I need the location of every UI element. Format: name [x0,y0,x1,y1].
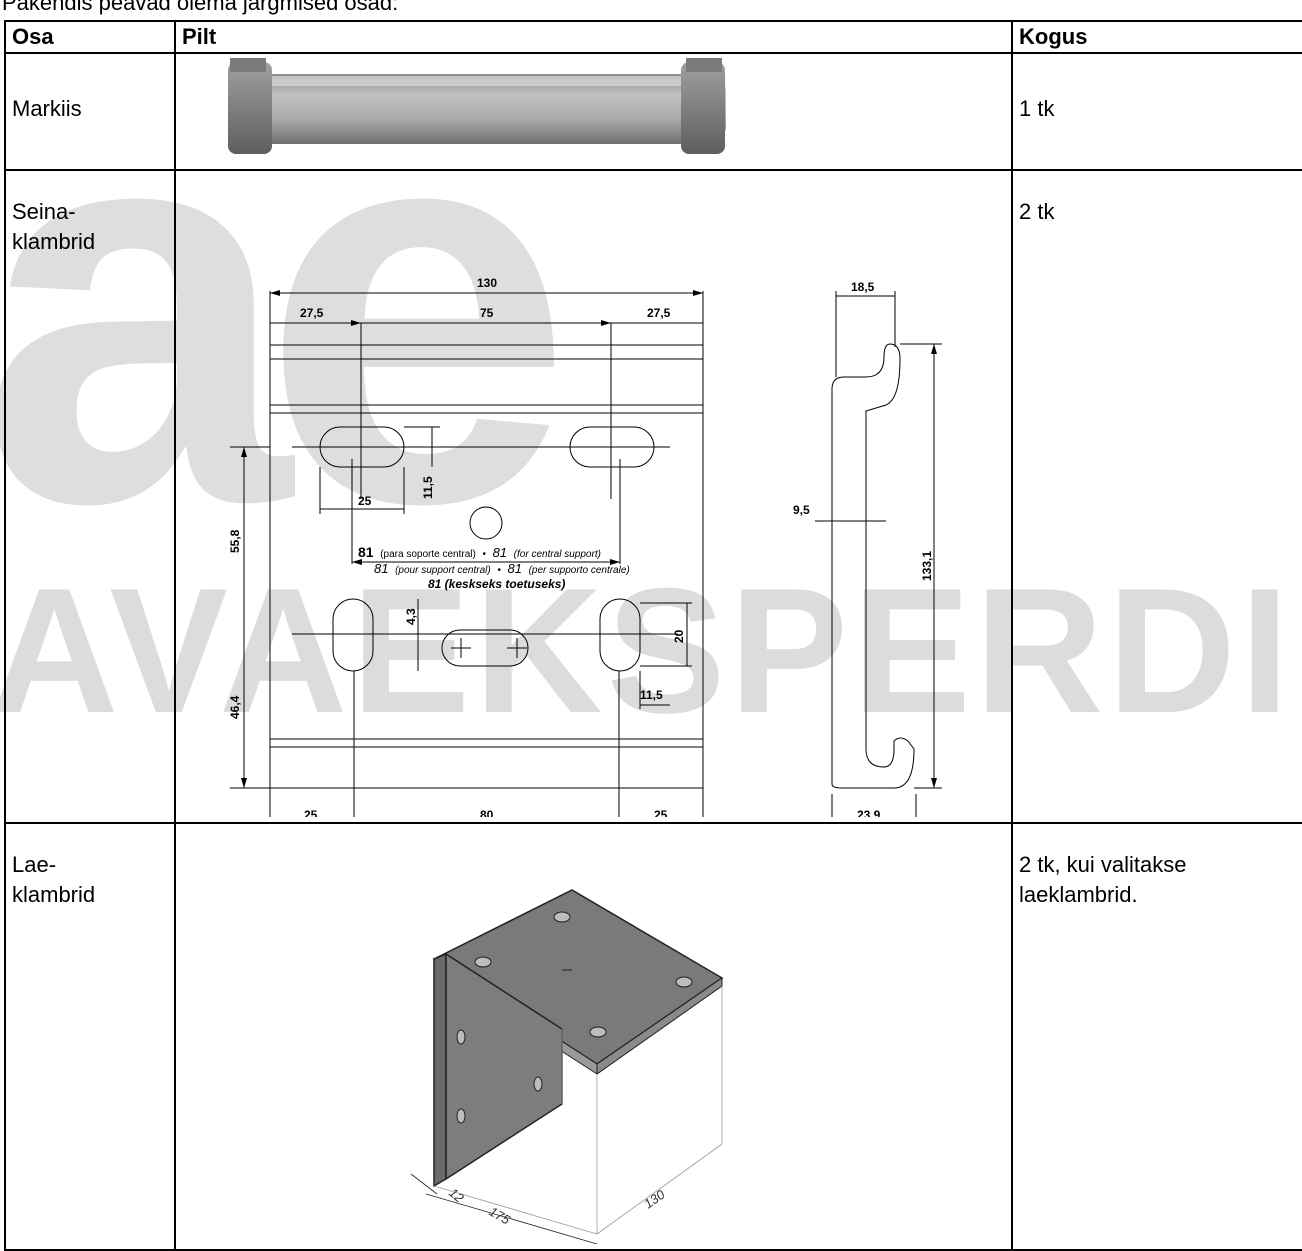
part-name-ceiling-brackets: Lae- klambrid [12,852,96,907]
dim-label: 20 [672,629,686,643]
dim-label: 27,5 [300,306,324,320]
dim-label: 75 [480,306,494,320]
parts-table: Osa Pilt Kogus Markiis [4,20,1302,1251]
central-support-note-line1: 81 (para soporte central) • 81 (for cent… [358,544,601,560]
dim-label: 12 [446,1185,467,1206]
dim-label: 25 [358,494,372,508]
dim-label: 25 [304,808,318,817]
ceiling-bracket-drawing: 12 175 130 [410,889,724,1245]
dim-label: 4,3 [404,608,418,625]
dim-label: 11,5 [640,688,663,702]
quantity-ceiling-brackets: 2 tk, kui valitakse laeklambrid. [1019,852,1187,907]
part-name-awning: Markiis [12,96,82,121]
dim-label: 80 [480,808,494,817]
awning-image [228,58,726,154]
dim-label: 130 [477,276,497,290]
dim-label: 46,4 [228,695,242,719]
table-header-row: Osa Pilt Kogus [4,20,1302,54]
dim-label: 11,5 [421,476,435,499]
table-row: Seina- klambrid [4,169,1302,824]
dim-label: 25 [654,808,668,817]
dim-label: 18,5 [851,280,875,294]
part-name-wall-brackets: Seina- klambrid [12,199,96,254]
table-row: Lae- klambrid [4,822,1302,1251]
intro-text: Pakendis peavad olema järgmised osad: [2,0,399,15]
dim-label: 9,5 [793,503,810,517]
header-quantity: Kogus [1011,20,1302,54]
table-row: Markiis [4,52,1302,171]
header-part: Osa [4,20,176,54]
quantity-awning: 1 tk [1019,96,1055,121]
central-support-note-line3: 81 (keskseks toetuseks) [428,577,565,591]
dim-label: 27,5 [647,306,671,320]
central-support-note-line2: 81 (pour support central) • 81 (per supp… [374,561,630,576]
header-picture: Pilt [174,20,1013,54]
dim-label: 175 [487,1204,514,1228]
wall-bracket-drawing: 130 27,5 75 27,5 25 11,5 55,8 46,4 4,3 2… [228,276,942,821]
quantity-wall-brackets: 2 tk [1019,199,1055,224]
dim-label: 133,1 [920,551,934,581]
dim-label: 55,8 [228,529,242,553]
dim-label: 130 [641,1186,668,1211]
dim-label: 23,9 [857,808,881,817]
